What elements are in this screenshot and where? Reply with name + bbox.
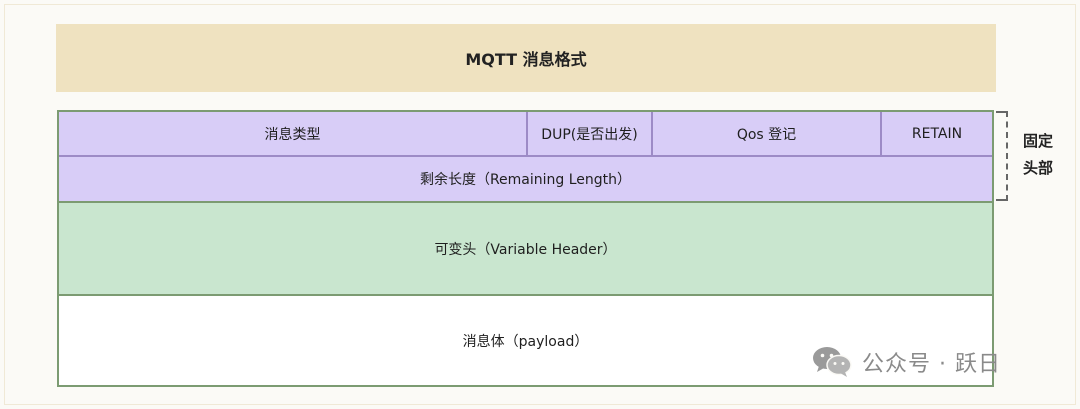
retain-cell: RETAIN <box>880 112 992 155</box>
remaining-length-row: 剩余长度（Remaining Length） <box>59 157 992 203</box>
mqtt-packet: 消息类型 DUP(是否出发) Qos 登记 RETAIN 剩余长度（Remain… <box>57 110 994 387</box>
dup-cell: DUP(是否出发) <box>526 112 651 155</box>
message-type-cell: 消息类型 <box>264 126 321 143</box>
wechat-icon <box>812 345 852 379</box>
variable-header-row: 可变头（Variable Header） <box>59 203 992 296</box>
qos-cell: Qos 登记 <box>651 112 880 155</box>
diagram-title: MQTT 消息格式 <box>56 24 996 92</box>
watermark: 公众号 · 跃日 <box>812 345 1001 379</box>
fixed-header-row-flags: 消息类型 DUP(是否出发) Qos 登记 RETAIN <box>59 112 992 157</box>
fixed-header-label: 固定头部 <box>1022 132 1053 177</box>
watermark-text: 公众号 · 跃日 <box>862 352 1001 377</box>
diagram-frame <box>4 4 1076 405</box>
fixed-header-bracket <box>996 111 1008 201</box>
